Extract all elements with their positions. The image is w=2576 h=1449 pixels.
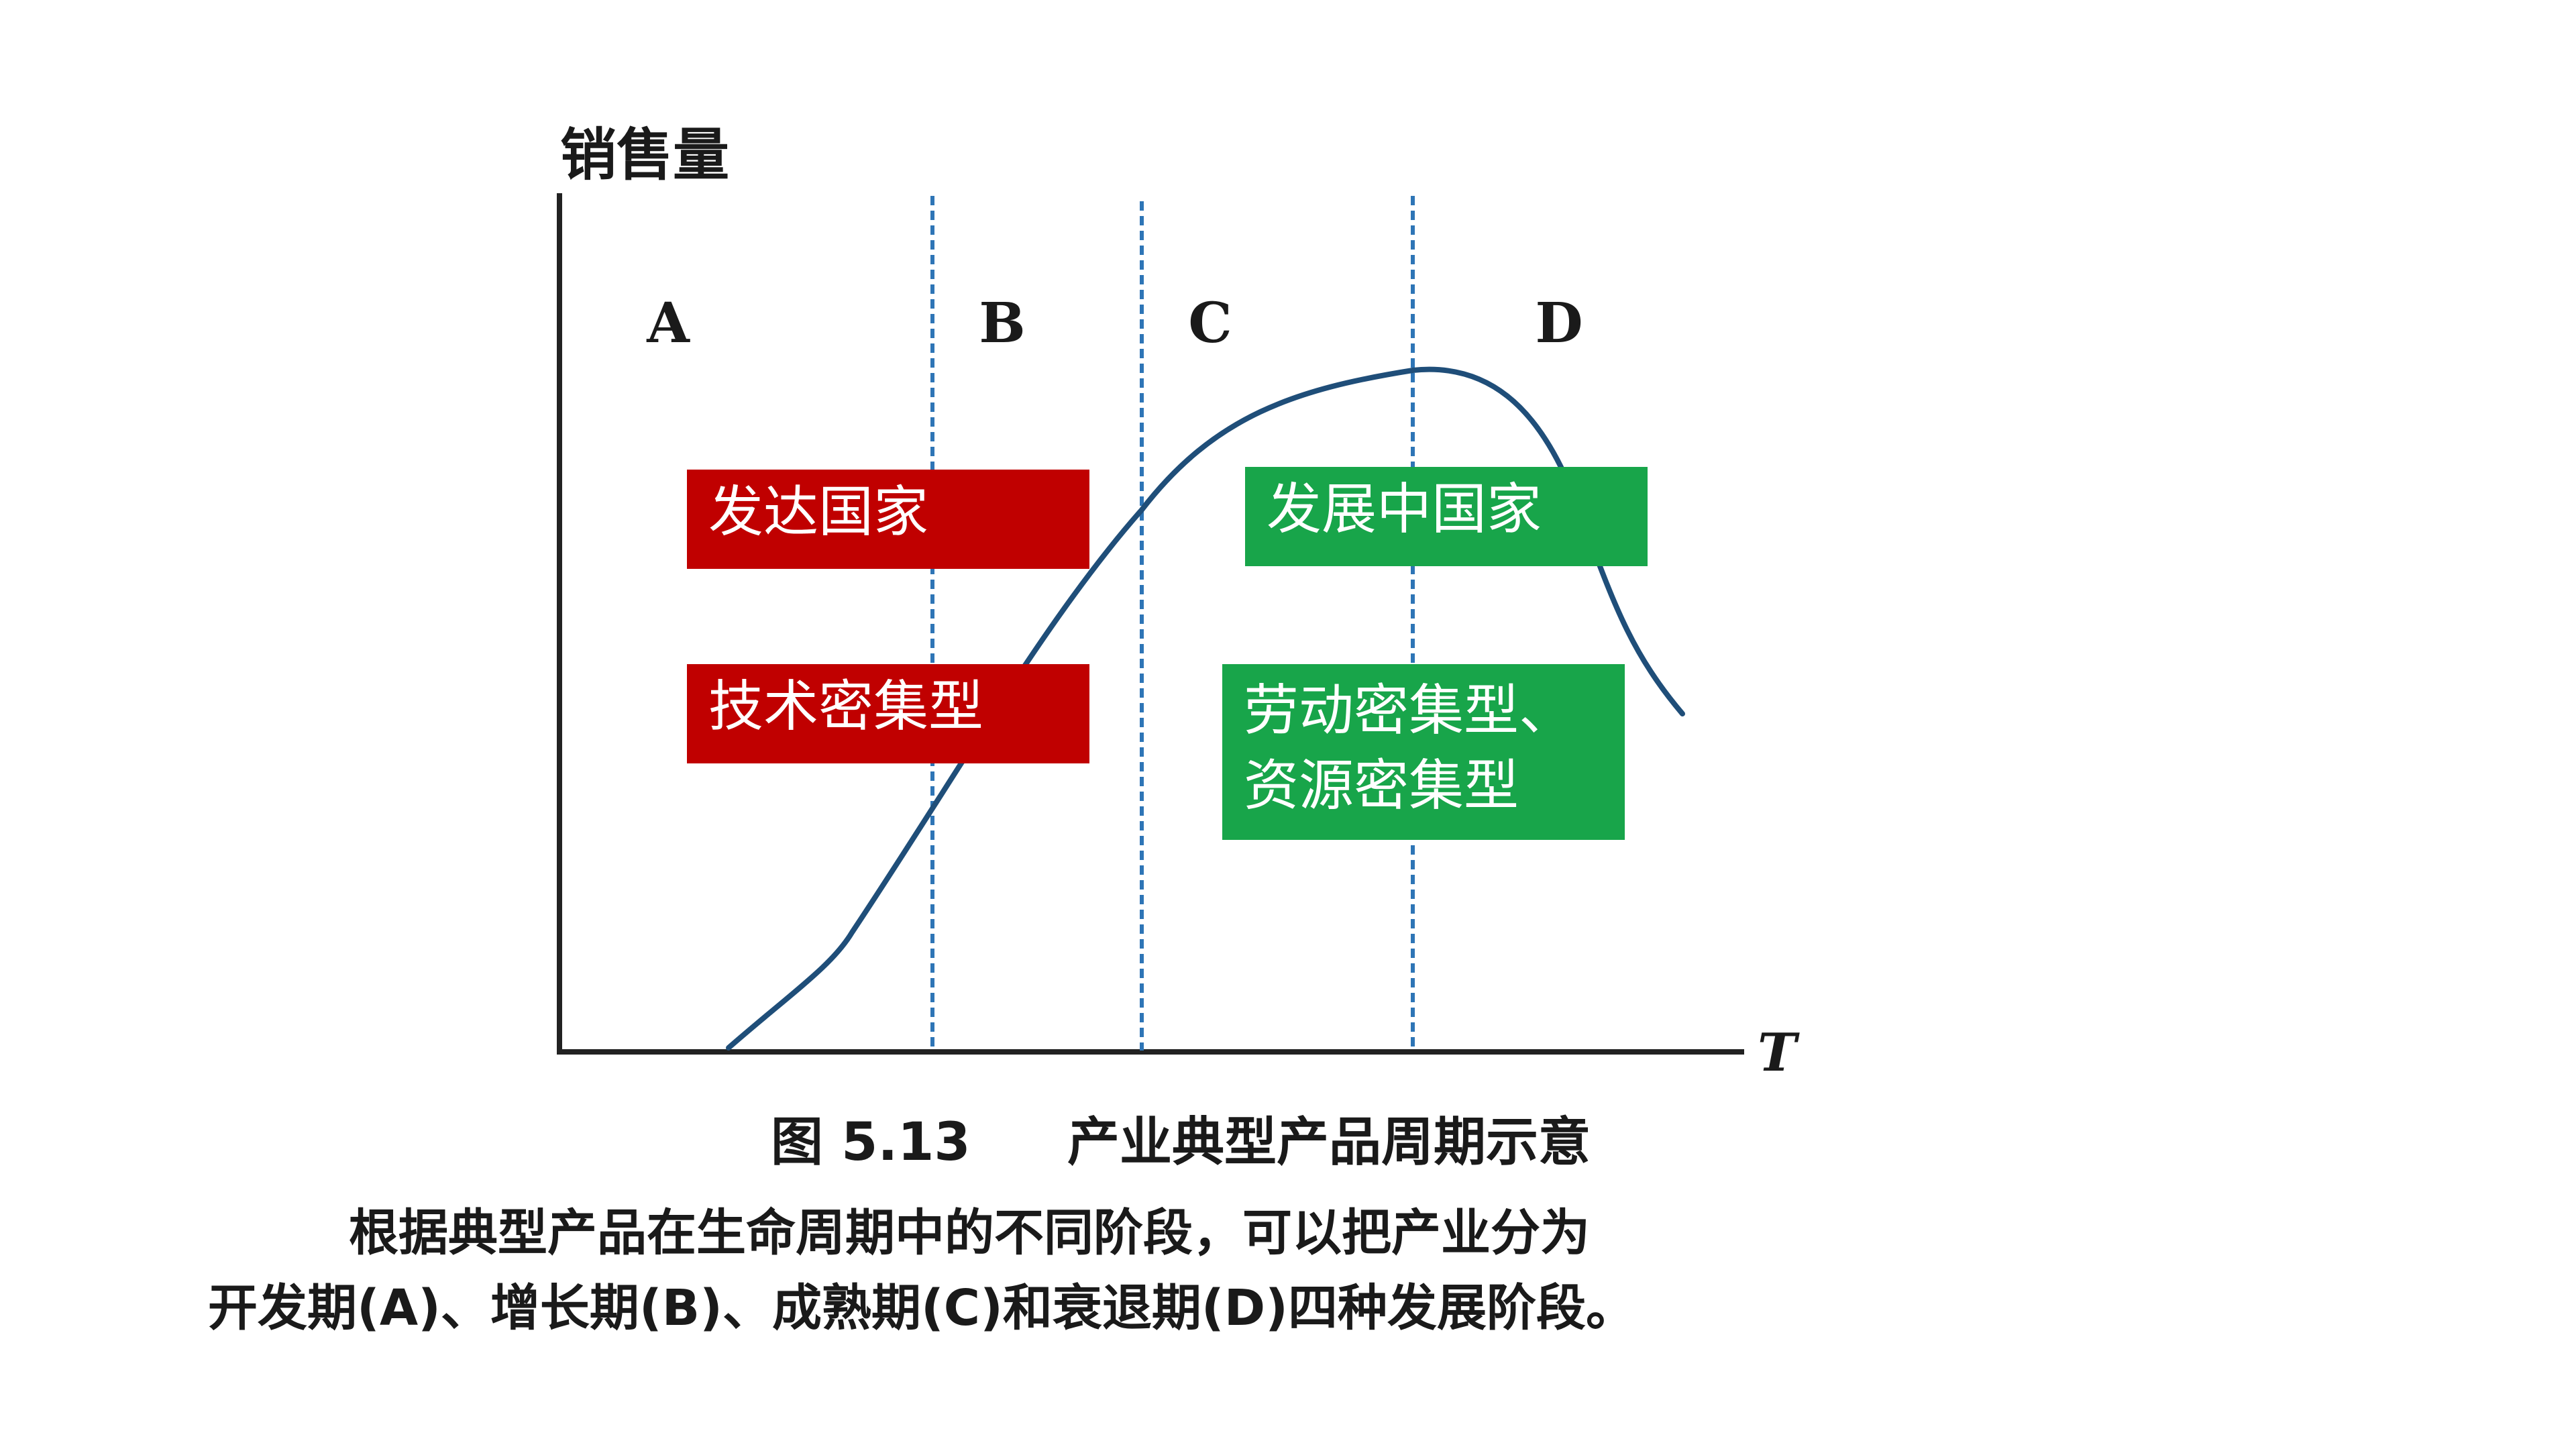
- stage-label-b: B: [979, 291, 1025, 356]
- labor-intensive-text: 劳动密集型、: [1244, 679, 1574, 743]
- description-line-2: 开发期(A)、增长期(B)、成熟期(C)和衰退期(D)四种发展阶段。: [208, 1279, 1635, 1337]
- figure-title: 产业典型产品周期示意: [1067, 1112, 1591, 1173]
- resource-intensive-text: 资源密集型: [1244, 754, 1519, 818]
- tech-intensive-label: 技术密集型: [687, 664, 1089, 763]
- figure-number: 图 5.13: [771, 1112, 971, 1173]
- developed-countries-text: 发达国家: [708, 480, 929, 544]
- developing-countries-text: 发展中国家: [1267, 478, 1542, 541]
- tech-intensive-text: 技术密集型: [708, 675, 984, 739]
- developing-countries-label: 发展中国家: [1245, 467, 1648, 566]
- stage-label-c: C: [1188, 291, 1232, 356]
- stage-label-a: A: [646, 291, 690, 356]
- y-axis-label: 销售量: [560, 122, 729, 188]
- description-line-1: 根据典型产品在生命周期中的不同阶段，可以把产业分为: [349, 1204, 1590, 1262]
- x-axis-label: T: [1758, 1022, 1800, 1083]
- developed-countries-label: 发达国家: [687, 470, 1089, 569]
- figure-caption: 图 5.13 产业典型产品周期示意: [0, 1100, 2469, 1175]
- stage-label-d: D: [1535, 291, 1582, 356]
- labor-resource-intensive-label: 劳动密集型、 资源密集型: [1222, 664, 1625, 840]
